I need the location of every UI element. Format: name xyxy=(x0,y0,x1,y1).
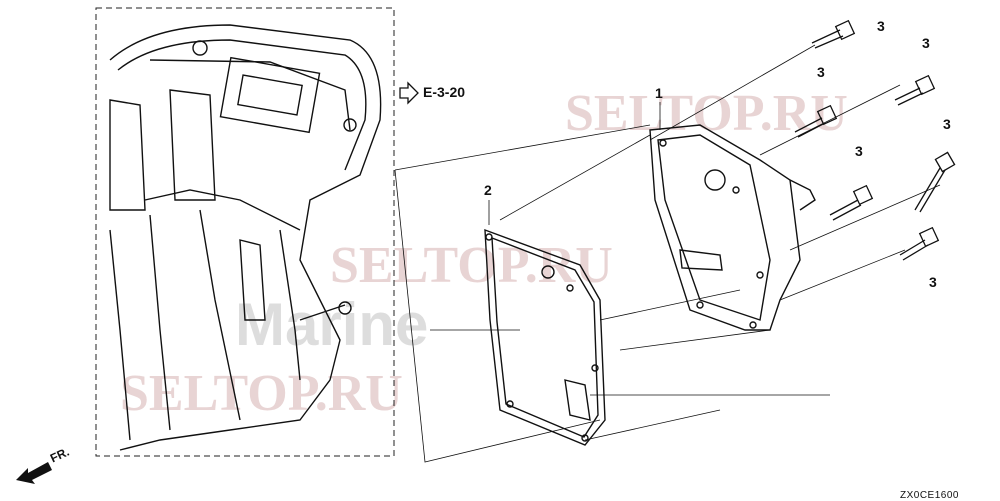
svg-text:SELTOP.RU: SELTOP.RU xyxy=(565,85,848,142)
bolts-part-3 xyxy=(794,19,956,261)
callout-3[interactable]: 3 xyxy=(943,116,951,132)
reference-arrow-icon xyxy=(399,81,419,105)
callout-3[interactable]: 3 xyxy=(922,35,930,51)
front-direction-arrow-icon xyxy=(16,462,52,484)
svg-text:SELTOP.RU: SELTOP.RU xyxy=(120,365,403,422)
housing-part-1 xyxy=(649,124,816,331)
callout-1[interactable]: 1 xyxy=(655,85,663,101)
leader-lines xyxy=(394,44,941,463)
callout-3[interactable]: 3 xyxy=(877,18,885,34)
gasket-part-2 xyxy=(484,228,606,446)
callout-3[interactable]: 3 xyxy=(855,143,863,159)
callout-3[interactable]: 3 xyxy=(817,64,825,80)
reference-label: E-3-20 xyxy=(423,84,466,100)
watermark-graphics: SELTOP.RU SELTOP.RU SELTOP.RU Marine xyxy=(120,85,848,422)
drawing-code: ZX0CE1600 xyxy=(900,490,959,501)
lower-case-drawing xyxy=(109,24,382,451)
callout-3[interactable]: 3 xyxy=(929,274,937,290)
inset-dashed-box xyxy=(95,7,395,457)
svg-text:SELTOP.RU: SELTOP.RU xyxy=(330,237,613,294)
callout-2[interactable]: 2 xyxy=(484,182,492,198)
